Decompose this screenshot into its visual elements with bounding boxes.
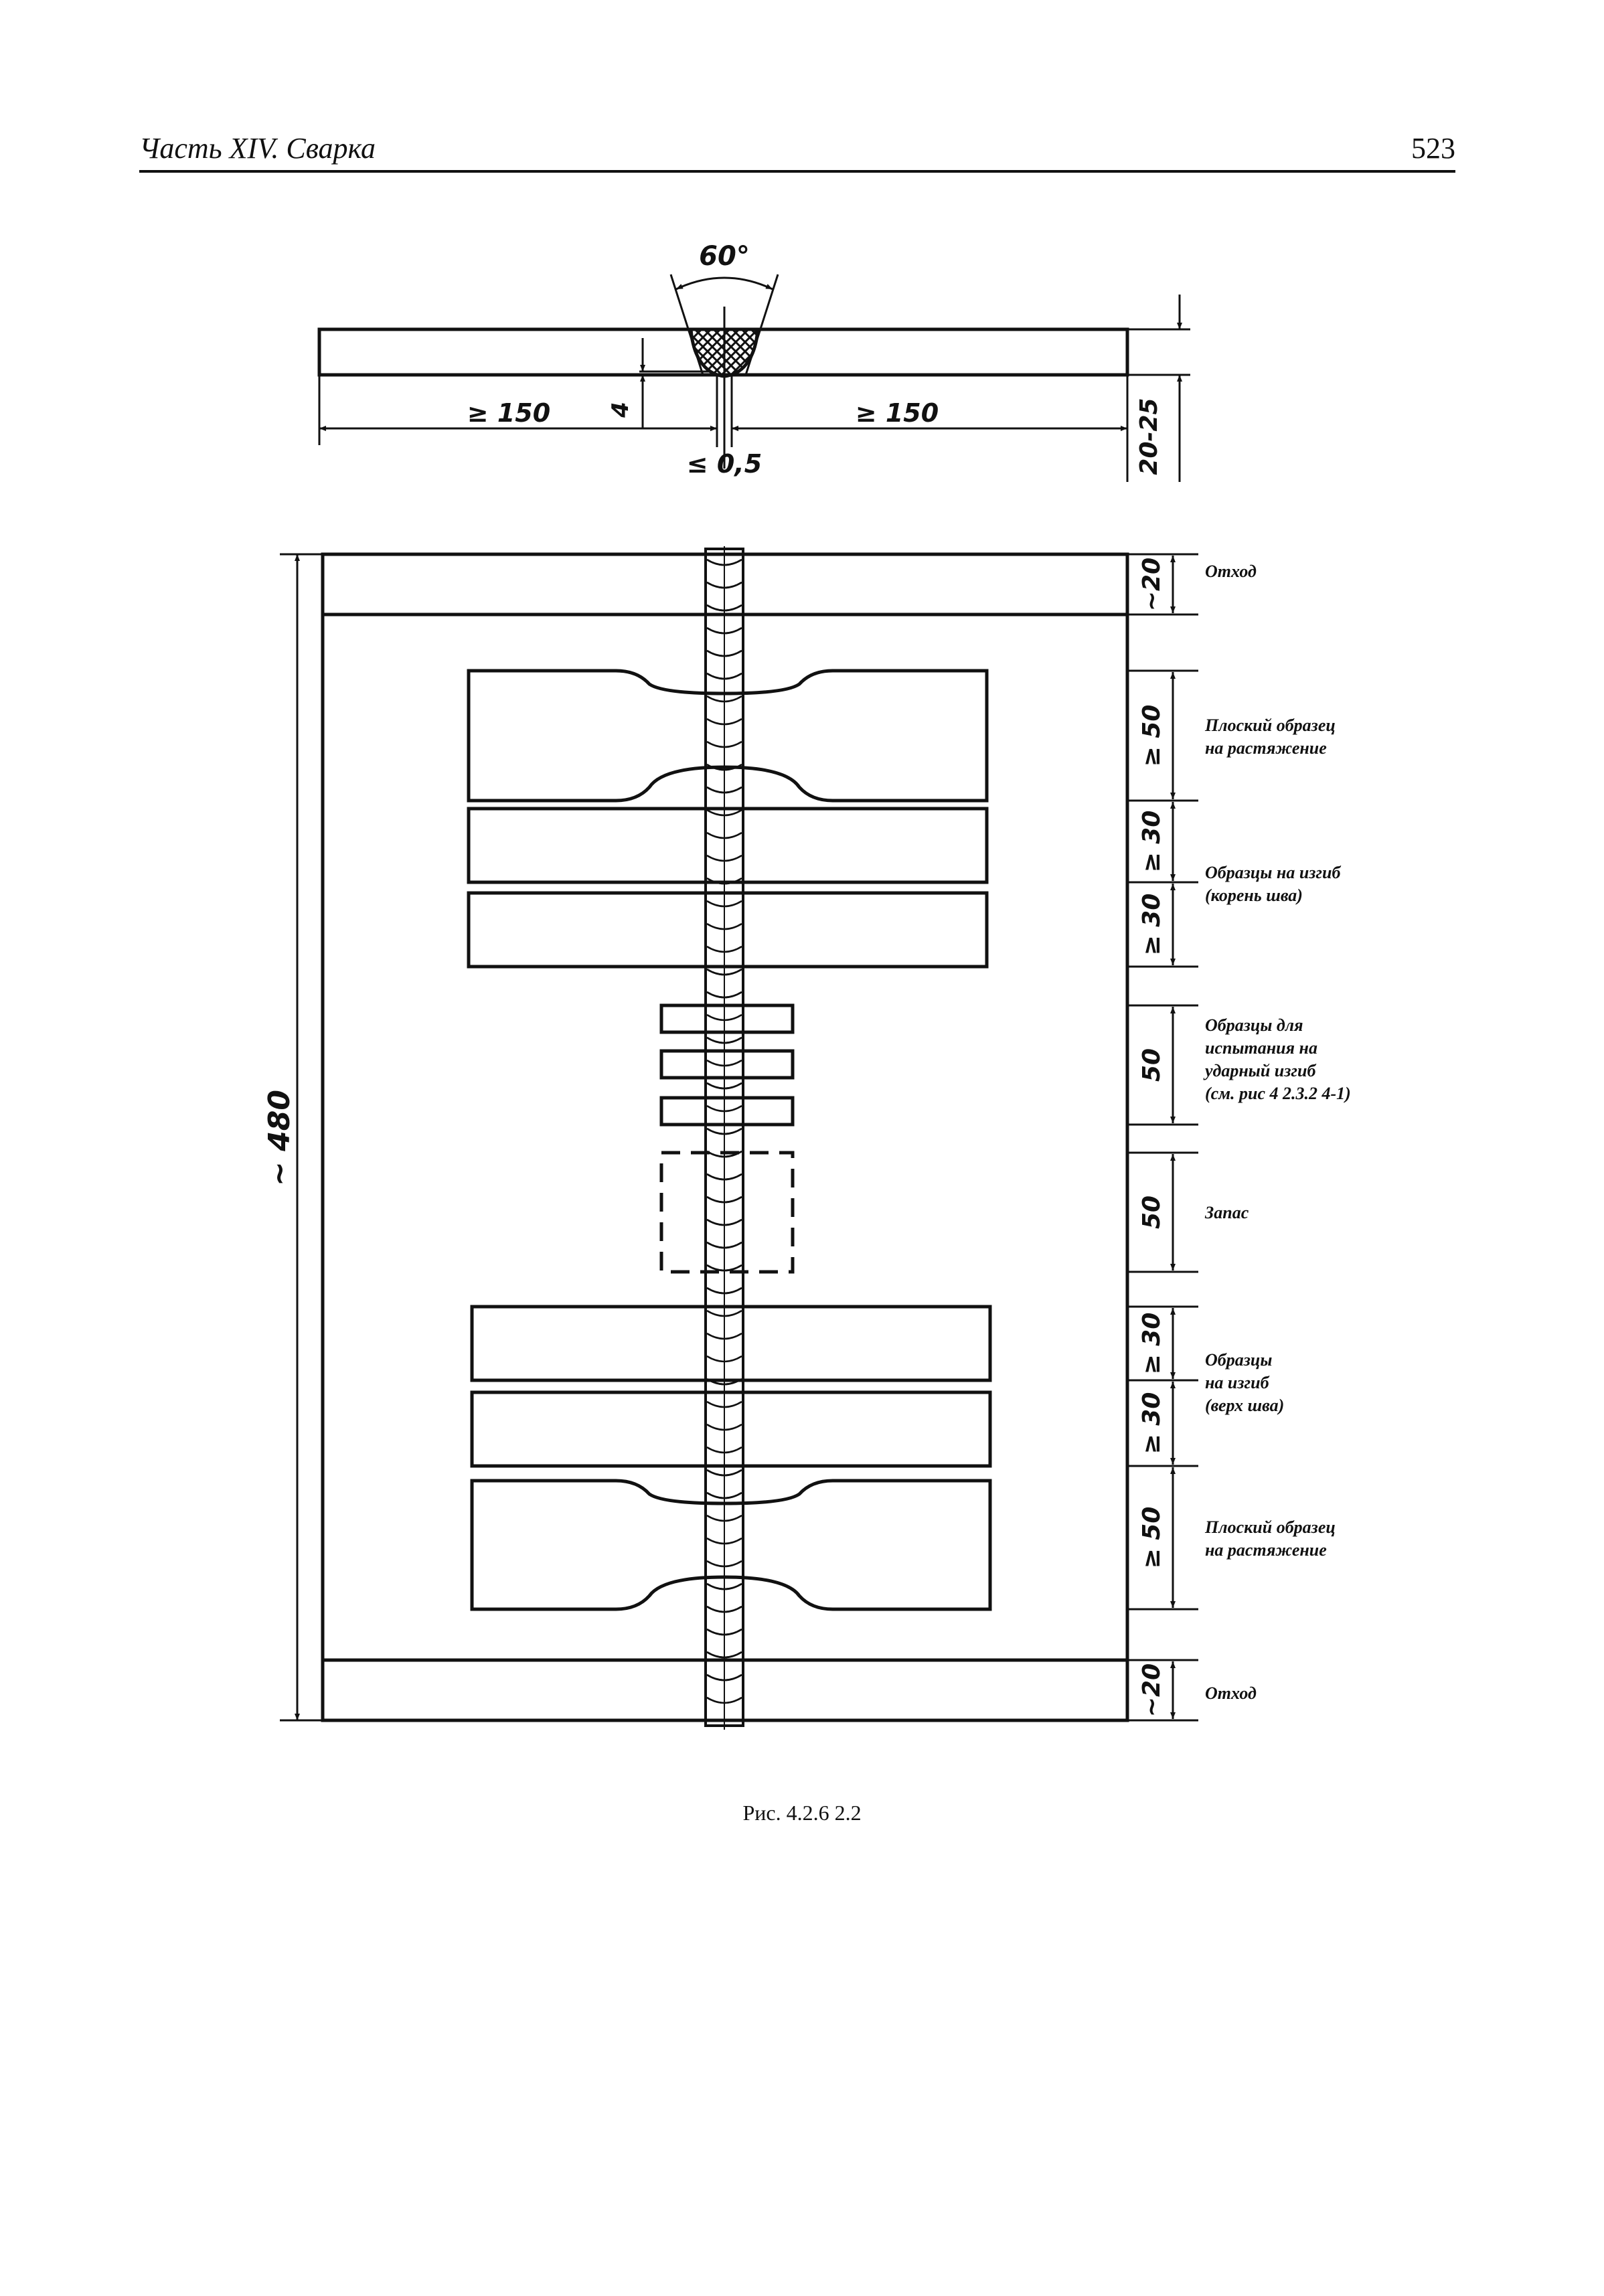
figure-caption: Рис. 4.2.6 2.2 bbox=[742, 1801, 862, 1825]
left-length-label: ≥ 150 bbox=[467, 398, 550, 428]
zone-note: ударный изгиб bbox=[1203, 1061, 1316, 1080]
zone-dimension: ~20 bbox=[1138, 558, 1166, 611]
impact-specimen-2 bbox=[659, 1049, 795, 1080]
header-rule bbox=[139, 170, 1455, 173]
impact-specimen-1 bbox=[659, 1003, 795, 1034]
groove-angle-label: 60° bbox=[699, 241, 750, 272]
tensile-specimen-bottom bbox=[470, 1479, 992, 1611]
zone-dimension: ≥ 30 bbox=[1138, 1392, 1166, 1455]
right-length-label: ≥ 150 bbox=[856, 398, 939, 428]
zone-dimension: ≥ 50 bbox=[1138, 1507, 1166, 1569]
zone-note: Образцы на изгиб bbox=[1205, 863, 1341, 882]
page-number: 523 bbox=[1411, 132, 1455, 165]
zone-dimension: 50 bbox=[1138, 1048, 1166, 1082]
section-title: Часть XIV. Сварка bbox=[139, 132, 376, 165]
zone-note: Образцы bbox=[1205, 1350, 1272, 1370]
zone-note: Плоский образец bbox=[1204, 1518, 1336, 1537]
plate-plan: ~ 480 ~20 ≥ 50 ≥ 30 ≥ 30 50 50 bbox=[262, 546, 1351, 1730]
zone-note: Образцы для bbox=[1205, 1015, 1303, 1035]
zone-dimension: ≥ 30 bbox=[1138, 1313, 1166, 1375]
zone-note: (корень шва) bbox=[1205, 886, 1303, 905]
root-height-label: 4 bbox=[607, 402, 634, 418]
zone-note: Отход bbox=[1205, 562, 1257, 581]
zone-note: (см. рис 4 2.3.2 4-1) bbox=[1205, 1084, 1351, 1103]
bend-specimen-face-1 bbox=[470, 1305, 992, 1382]
zone-note: Запас bbox=[1204, 1203, 1249, 1222]
zone-dimension: ≥ 30 bbox=[1138, 811, 1166, 873]
reserve-area bbox=[659, 1151, 795, 1274]
page-header: Часть XIV. Сварка 523 bbox=[139, 131, 1455, 174]
zone-note: Отход bbox=[1205, 1684, 1257, 1703]
zone-note: на растяжение bbox=[1205, 738, 1327, 758]
zone-note: (верх шва) bbox=[1205, 1396, 1284, 1415]
zone-note: испытания на bbox=[1205, 1038, 1317, 1058]
zone-dimension: ~20 bbox=[1138, 1663, 1166, 1717]
total-length-label: ~ 480 bbox=[262, 1090, 297, 1186]
zone-note: на растяжение bbox=[1205, 1540, 1327, 1560]
root-gap-label: ≤ 0,5 bbox=[687, 449, 762, 479]
zone-note: Плоский образец bbox=[1204, 716, 1336, 735]
bend-specimen-root-2 bbox=[467, 891, 989, 969]
zone-dimension: 50 bbox=[1138, 1196, 1166, 1229]
zone-dimension: ≥ 50 bbox=[1138, 705, 1166, 767]
thickness-label: 20-25 bbox=[1135, 398, 1163, 475]
tensile-specimen-top bbox=[467, 669, 989, 803]
bend-specimen-root-1 bbox=[467, 807, 989, 884]
zone-dimension: ≥ 30 bbox=[1138, 894, 1166, 956]
zone-note: на изгиб bbox=[1205, 1373, 1270, 1392]
cross-section: 60° 4 ≥ 150 ≥ 150 ≤ 0,5 20-25 bbox=[317, 241, 1190, 482]
